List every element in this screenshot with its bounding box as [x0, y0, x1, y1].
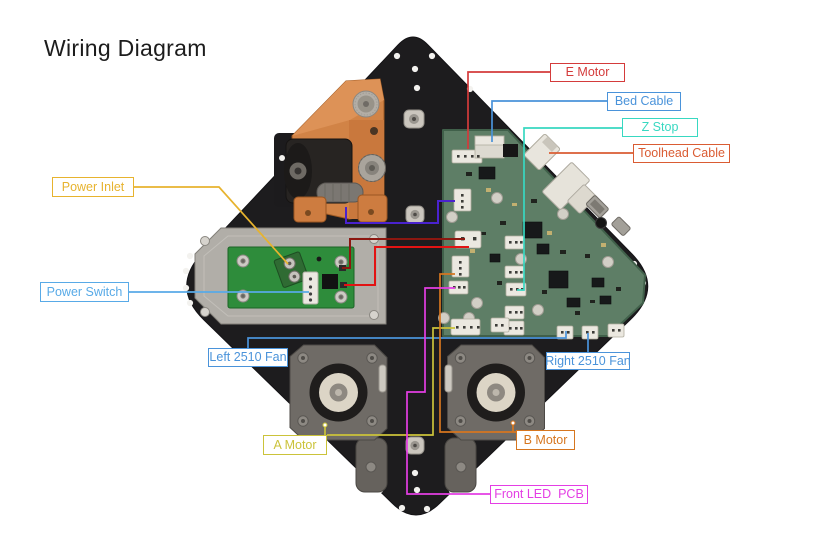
power-inlet-terminal: [273, 251, 309, 288]
usb-port: [586, 195, 609, 218]
b-motor-belt-slot: [444, 364, 453, 393]
micro-usb-port: [611, 216, 631, 236]
motor-mount-tabs: [355, 437, 477, 493]
callout-b-motor: B Motor: [516, 430, 575, 450]
wire-power-wire-red: [344, 246, 469, 286]
wire-left-2510-fan: [247, 331, 567, 349]
extruder-foot-left: [293, 196, 327, 223]
right-fan-connector: [581, 325, 599, 340]
power-pcb-ic: [322, 274, 338, 289]
left-fan-connector: [556, 325, 574, 340]
toolhead-cable-connector: [523, 133, 561, 171]
extruder-shaft: [316, 182, 364, 203]
wire-endpoint-dot: [510, 420, 516, 426]
power-pcb-standoffs: [236, 254, 348, 304]
wire-front-led-pcb: [406, 287, 490, 495]
callout-power-inlet: Power Inlet: [52, 177, 134, 197]
board-chips: [478, 166, 612, 308]
callout-e-motor: E Motor: [550, 63, 625, 82]
wire-e-motor: [467, 71, 550, 149]
buzzer: [595, 217, 607, 229]
callout-power-switch: Power Switch: [40, 282, 129, 302]
callout-toolhead-cable: Toolhead Cable: [633, 144, 730, 163]
callout-front-led-pcb: Front LED PCB: [490, 485, 588, 504]
callout-right-2510-fan: Right 2510 Fan: [545, 352, 631, 370]
callout-bed-cable: Bed Cable: [607, 92, 681, 111]
wire-power-inlet: [133, 186, 289, 265]
callout-left-2510-fan: Left 2510 Fan: [208, 348, 288, 367]
callout-a-motor: A Motor: [263, 435, 327, 455]
extruder-top-pulley: [352, 90, 380, 118]
extruder-gear: [358, 154, 386, 182]
wire-power-wire-dark: [342, 238, 465, 269]
shoulder-screws: [403, 109, 425, 455]
main-board: [438, 129, 646, 340]
wire-b-motor: [439, 273, 516, 433]
b-motor-connector: [451, 255, 470, 278]
power-switch-connector: [302, 271, 319, 305]
wire-extruder-cable-purple: [345, 200, 455, 224]
wire-z-stop: [517, 127, 622, 291]
wire-a-motor: [327, 327, 455, 436]
wire-endpoint-dot: [322, 422, 328, 428]
b-motor: [444, 344, 545, 441]
a-motor-belt-slot: [378, 364, 387, 393]
wire-bed-cable: [491, 100, 607, 142]
board-connectors: [448, 135, 625, 340]
extruder-assembly: [284, 78, 388, 223]
callout-z-stop: Z Stop: [622, 118, 698, 137]
a-motor: [289, 344, 388, 441]
page-title: Wiring Diagram: [44, 35, 207, 61]
